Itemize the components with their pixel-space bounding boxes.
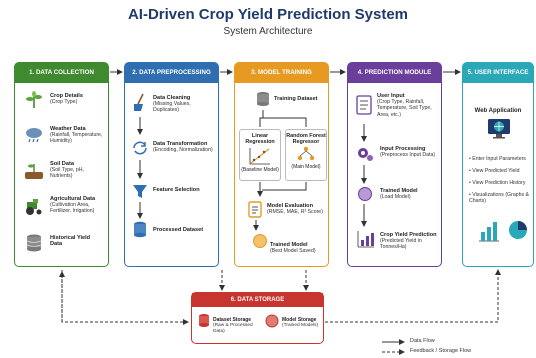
historical-yield-item: Historical Yield Data [50, 235, 91, 248]
panel-title: 3. MODEL TRAINING [235, 63, 328, 83]
agricultural-data-item: Agricultural Data(Cultivation Area, Fert… [50, 196, 96, 215]
trained-model-item: Trained Model(Best Model Saved) [270, 242, 316, 255]
legend-feedback-flow: Feedback / Storage Flow [410, 348, 472, 354]
random-forest-box: Random Forest Regressor (Main Model) [285, 129, 327, 181]
ui-bullet: • View Prediction History [469, 180, 526, 186]
dataset-storage-item: Dataset Storage(Raw & Processed Data) [213, 317, 253, 335]
line-chart-icon [249, 148, 270, 165]
yield-chart-icon [357, 231, 374, 248]
dataset-storage-icon [199, 314, 209, 327]
ui-bullet: • Enter Input Parameters [469, 156, 526, 162]
storage-title: 6. DATA STORAGE [192, 293, 323, 307]
model-storage-item: Model Storage(Trained Models) [282, 317, 319, 329]
dataset-icon [134, 221, 146, 238]
panel-data-storage: 6. DATA STORAGE [191, 292, 324, 344]
soil-icon [25, 164, 43, 179]
tree-icon [297, 146, 315, 161]
crop-yield-prediction-item: Crop Yield Prediction(Predicted Yield in… [380, 232, 437, 251]
panel-title: 5. USER INTERFACE [463, 63, 533, 83]
panel-data-collection: 1. DATA COLLECTION [14, 62, 109, 267]
soil-data-item: Soil Data(Soil Type, pH, Nutrients) [50, 161, 84, 180]
training-dataset-label: Training Dataset [274, 96, 318, 102]
legend-data-flow: Data Flow [410, 338, 435, 344]
panel-title: 1. DATA COLLECTION [15, 63, 108, 83]
broom-icon [134, 93, 144, 111]
trained-model-load-item: Trained Model(Load Model) [380, 188, 418, 201]
processing-gears-icon [358, 148, 373, 161]
diagram-title: AI-Driven Crop Yield Prediction System [127, 6, 409, 23]
pie-chart-icon [509, 221, 527, 239]
data-transformation-item: Data Transformation(Encoding, Normalizat… [153, 141, 213, 154]
ui-bullet: • Visualizations (Graphs & Charts) [469, 192, 529, 205]
evaluation-clipboard-icon [248, 201, 262, 218]
crop-details-item: Crop Details(Crop Type) [50, 93, 83, 106]
bar-chart-icon [479, 222, 499, 242]
model-evaluation-item: Model Evaluation(RMSE, MAE, R² Score) [267, 203, 323, 216]
web-application-label: Web Application [474, 108, 522, 114]
crop-icon [26, 91, 42, 108]
ui-bullet: • View Predicted Yield [469, 168, 520, 174]
diagram-subtitle: System Architecture [223, 26, 313, 37]
funnel-icon [133, 185, 147, 198]
model-storage-icon [265, 314, 279, 328]
model-brain-icon [358, 187, 372, 201]
data-cleaning-item: Data Cleaning(Missing Values, Duplicates… [153, 95, 191, 114]
user-input-form-icon [356, 95, 372, 115]
linear-regression-box: Linear Regression (Baseline Model) [239, 129, 281, 181]
database-icon [26, 234, 42, 252]
processed-dataset-item: Processed Dataset [153, 227, 204, 233]
training-dataset-icon [257, 92, 269, 106]
panel-title: 4. PREDICTION MODULE [348, 63, 441, 83]
tractor-icon [26, 199, 42, 215]
feature-selection-item: Feature Selection [153, 187, 200, 193]
weather-cloud-icon [26, 128, 42, 143]
user-input-item: User Input(Crop Type, Rainfall, Temperat… [377, 93, 432, 118]
trained-model-brain-icon [253, 234, 267, 248]
weather-data-item: Weather Data(Rainfall, Temperature, Humi… [50, 126, 103, 145]
input-processing-item: Input Processing(Preprocess Input Data) [380, 146, 436, 159]
panel-title: 2. DATA PREPROCESSING [125, 63, 218, 83]
monitor-globe-icon [488, 119, 510, 139]
transform-cycle-icon [133, 141, 147, 155]
